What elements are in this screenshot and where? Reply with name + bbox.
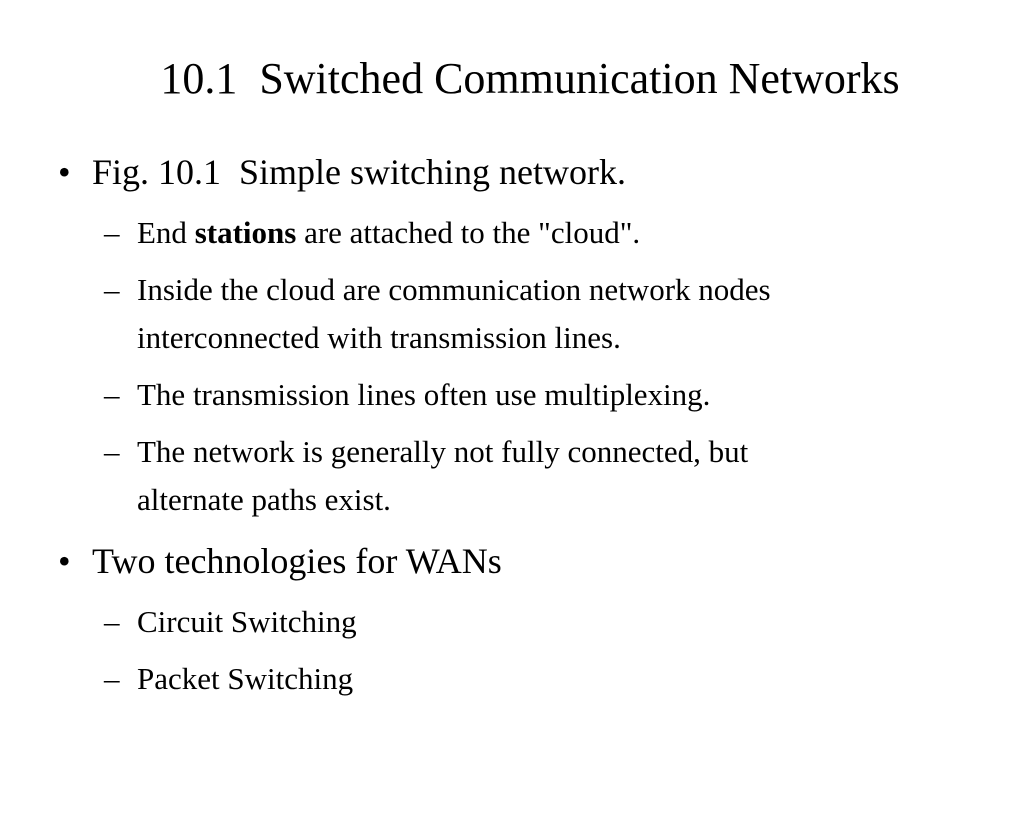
sub-text-line: alternate paths exist. bbox=[137, 482, 391, 517]
sub-text-line: The network is generally not fully conne… bbox=[137, 434, 749, 469]
bullet-icon: • bbox=[58, 152, 71, 192]
sub-text-line: Circuit Switching bbox=[137, 604, 357, 639]
dash-icon: – bbox=[104, 215, 120, 250]
dash-icon: – bbox=[104, 661, 120, 696]
dash-icon: – bbox=[104, 604, 120, 639]
sub-item-continuation: alternate paths exist. bbox=[104, 480, 391, 600]
sub-text-bold: stations bbox=[194, 215, 297, 250]
sub-text: End stations are attached to the "cloud"… bbox=[137, 213, 640, 253]
sub-item: – The network is generally not fully con… bbox=[104, 432, 748, 592]
sub-text-line: Inside the cloud are communication netwo… bbox=[137, 272, 771, 307]
dash-icon: – bbox=[104, 434, 120, 469]
sub-text-line: The transmission lines often use multipl… bbox=[137, 377, 711, 412]
sub-item: – Inside the cloud are communication net… bbox=[104, 270, 771, 430]
sub-item: – End stations are attached to the "clou… bbox=[104, 213, 640, 373]
sub-text-line: Packet Switching bbox=[137, 661, 354, 696]
sub-text-line: interconnected with transmission lines. bbox=[137, 320, 621, 355]
sub-item: – Packet Switching bbox=[104, 659, 353, 819]
sub-text-part: are attached to the "cloud". bbox=[296, 215, 641, 250]
bullet-text: Fig. 10.1 Simple switching network. bbox=[92, 152, 626, 192]
sub-item-continuation: interconnected with transmission lines. bbox=[104, 318, 621, 438]
bullet-icon: • bbox=[58, 541, 71, 581]
sub-item: – Circuit Switching bbox=[104, 602, 357, 762]
bullet-item: • Fig. 10.1 Simple switching network. bbox=[58, 151, 626, 319]
slide-title: 10.1 Switched Communication Networks bbox=[160, 54, 900, 103]
dash-icon: – bbox=[104, 377, 120, 412]
bullet-text: Two technologies for WANs bbox=[92, 541, 502, 581]
sub-item: – The transmission lines often use multi… bbox=[104, 375, 710, 535]
bullet-item: • Two technologies for WANs bbox=[58, 540, 502, 708]
sub-text-part: End bbox=[137, 215, 195, 250]
slide: 10.1 Switched Communication Networks • F… bbox=[58, 54, 900, 762]
dash-icon: – bbox=[104, 272, 120, 307]
